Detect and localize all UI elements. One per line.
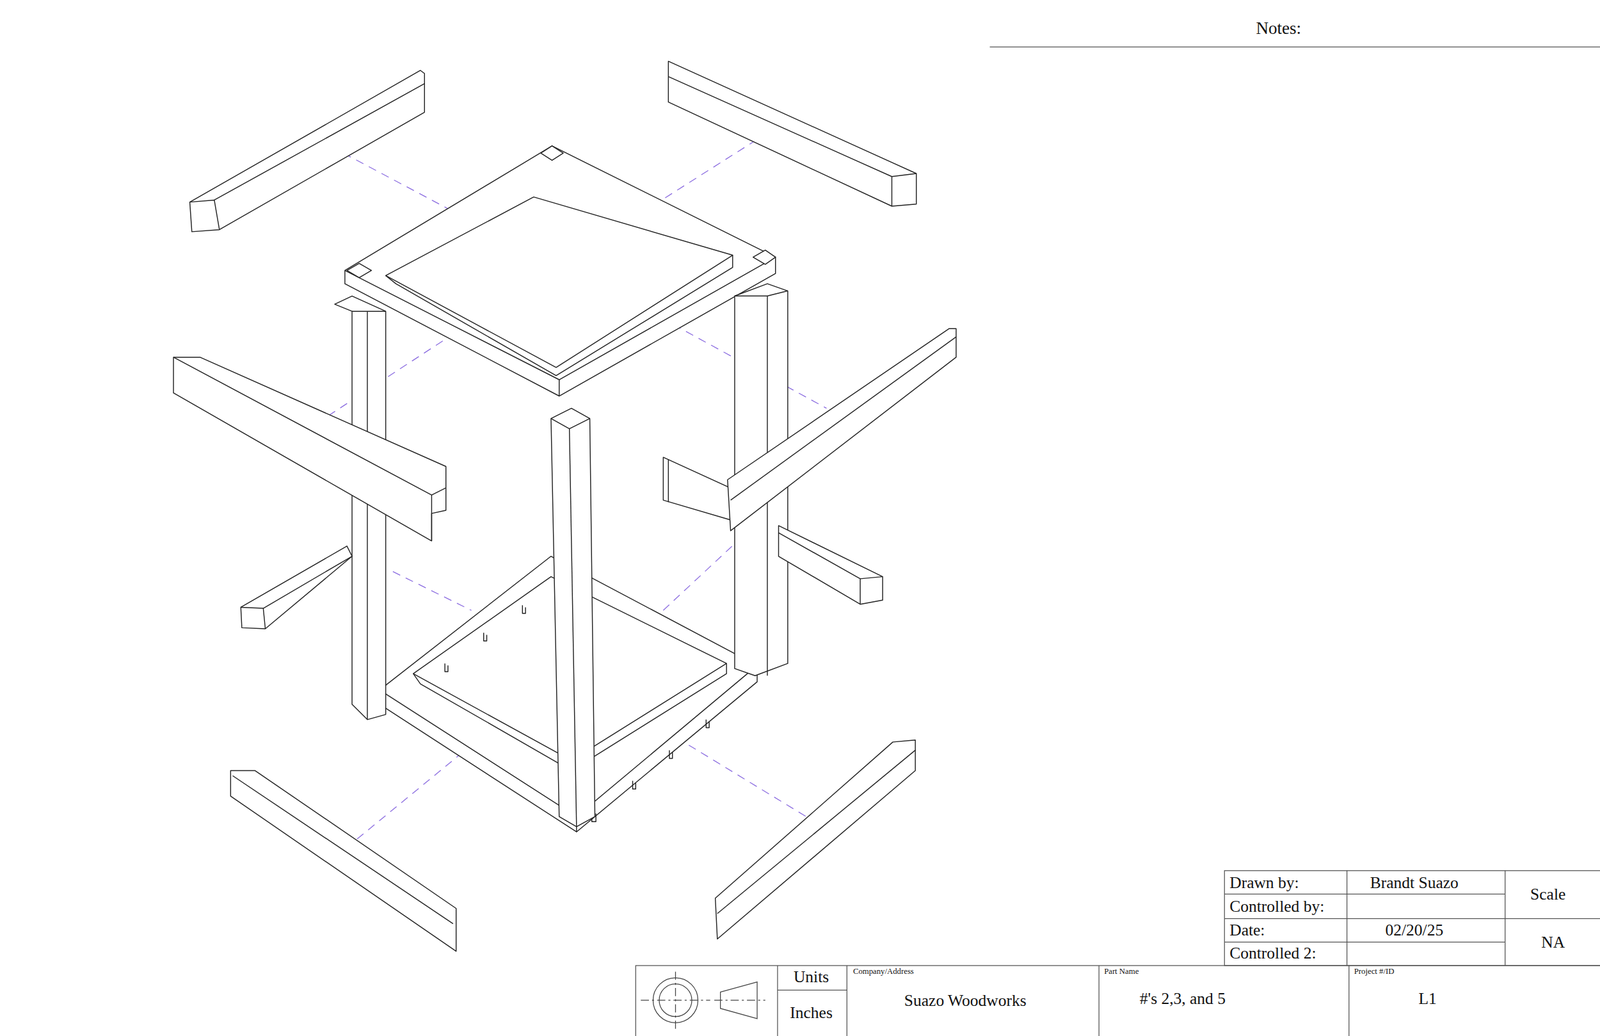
field-value: NA: [1541, 933, 1565, 951]
field-label: Date:: [1229, 921, 1265, 939]
notes-heading: Notes:: [1255, 19, 1302, 38]
title-block: [635, 46, 1600, 1036]
field-label: Controlled 2:: [1229, 944, 1316, 962]
field-label: Drawn by:: [1229, 874, 1299, 891]
field-value: Suazo Woodworks: [904, 992, 1027, 1009]
projection-symbol: [640, 971, 766, 1031]
field-value: #'s 2,3, and 5: [1139, 990, 1226, 1007]
field-caption: Company/Address: [853, 967, 914, 976]
exploded-rails: [173, 61, 957, 952]
field-label: Units: [793, 968, 829, 985]
field-value: Inches: [789, 1004, 833, 1021]
field-value: 02/20/25: [1384, 921, 1444, 939]
field-caption: Project #/ID: [1354, 967, 1395, 976]
field-value: Brandt Suazo: [1370, 874, 1459, 891]
field-value: L1: [1418, 990, 1437, 1007]
field-label: Controlled by:: [1229, 897, 1325, 915]
field-label: Scale: [1530, 885, 1566, 903]
field-caption: Part Name: [1104, 967, 1139, 976]
